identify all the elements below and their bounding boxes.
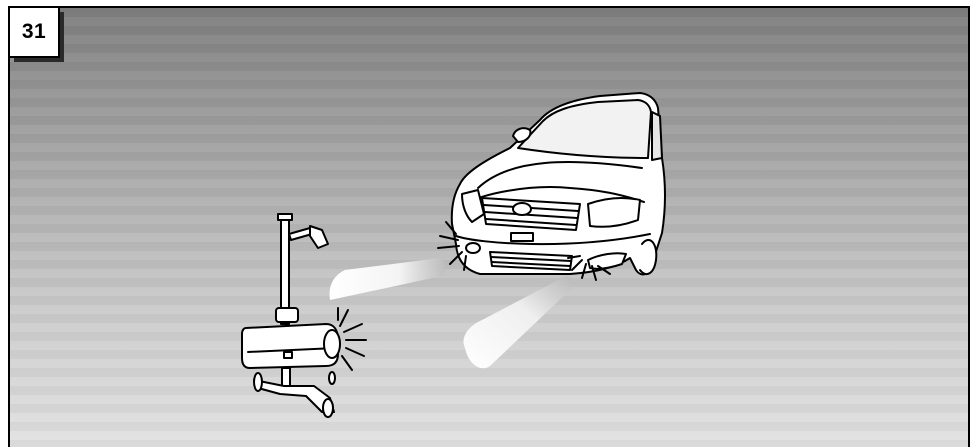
headlight-aiming-illustration — [10, 8, 968, 447]
step-number-badge: 31 — [10, 8, 60, 58]
car-front-icon — [438, 93, 665, 280]
headlight-aimer-icon — [242, 214, 366, 417]
light-beam-left — [330, 258, 446, 300]
step-number: 31 — [22, 20, 46, 44]
illustration-frame: 31 — [8, 6, 970, 447]
light-beam-right — [464, 276, 573, 368]
